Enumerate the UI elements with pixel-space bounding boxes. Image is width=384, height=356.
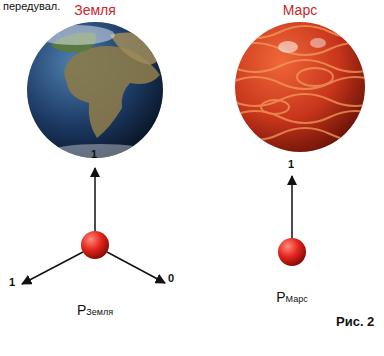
body-point: PМарс <box>262 237 322 317</box>
vector-arrow <box>107 252 165 283</box>
force-symbol: P <box>276 289 285 305</box>
vector-value: 1 <box>9 276 15 288</box>
vector-arrow <box>22 252 83 284</box>
body-point: PЗемля <box>65 230 125 326</box>
ball <box>65 230 125 262</box>
vector-value: 0 <box>168 272 174 284</box>
subscript: Земля <box>86 307 113 317</box>
force-symbol: P <box>77 302 86 318</box>
vector-value: 1 <box>288 158 294 170</box>
subscript: Марс <box>286 294 308 304</box>
vector-arrow <box>291 176 293 239</box>
ball <box>262 237 322 269</box>
mars-globe <box>232 20 368 154</box>
planet: Земля <box>25 2 165 162</box>
vector-value: 1 <box>91 148 97 160</box>
caption-fragment: передувал. <box>3 0 60 12</box>
planet-name: Марс <box>232 2 368 18</box>
vector-arrow <box>94 168 96 232</box>
planet: Марс <box>232 2 368 162</box>
figure-number: Рис. 2 <box>336 314 374 329</box>
earth-globe <box>25 20 165 160</box>
